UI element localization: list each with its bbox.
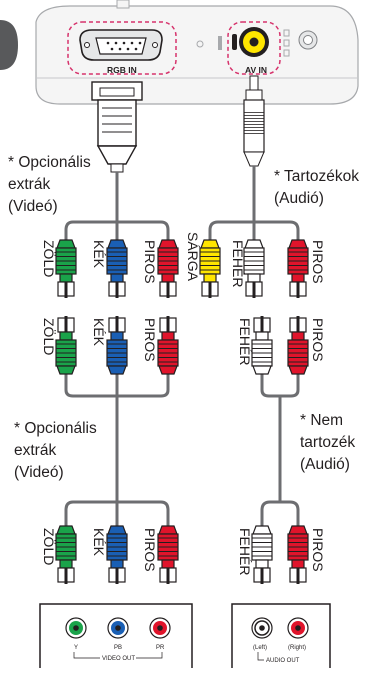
vga-plug (91, 81, 143, 173)
video-cable-top (64, 172, 170, 240)
plug-red-row2 (157, 316, 179, 375)
rgb-in-label: RGB IN (107, 65, 137, 75)
av-in-label: AV IN (245, 65, 267, 75)
note-optional-video-top: * Opcionális extrák (Videó) (8, 154, 91, 215)
label-red-1: PIROS (142, 240, 158, 284)
plug-green-row3 (55, 525, 77, 584)
plug-red-audio-row3 (287, 525, 309, 584)
pb-jack[interactable] (107, 617, 129, 639)
video-cable-mid (64, 374, 170, 526)
plug-red-row3 (157, 525, 179, 584)
av-highlight-outline (227, 21, 281, 75)
audio-cable-mid (260, 374, 300, 526)
y-label: Y (74, 645, 78, 651)
plug-yellow-row1 (199, 239, 221, 298)
plug-blue-row1 (106, 239, 128, 298)
label-white-2: FEHÉR (237, 318, 253, 365)
label-red-2: PIROS (310, 240, 326, 284)
audio-out-label: AUDIO OUT (266, 658, 300, 664)
left-audio-jack[interactable] (251, 617, 273, 639)
av-in-port[interactable] (227, 21, 281, 75)
left-label: (Left) (253, 645, 267, 651)
audio-out-panel: (Left) (Right) AUDIO OUT (231, 603, 331, 668)
right-label: (Right) (288, 645, 306, 651)
rca-plugs (55, 239, 309, 584)
pb-label: PB (114, 645, 122, 651)
label-white-1: FEHÉR (230, 240, 246, 287)
label-green-2: ZÖLD (41, 318, 58, 355)
right-audio-jack[interactable] (287, 617, 309, 639)
label-green-3: ZÖLD (41, 528, 58, 565)
note-accessories-audio: * Tartozékok (Audió) (274, 168, 360, 207)
y-jack[interactable] (65, 617, 87, 639)
label-red-5: PIROS (142, 528, 158, 572)
label-blue-1: KÉK (91, 240, 107, 269)
plug-white-row3 (251, 525, 273, 584)
plug-blue-row2 (106, 316, 128, 375)
label-yellow-1: SÁRGA (185, 232, 201, 282)
label-blue-3: KÉK (91, 528, 107, 557)
projector (0, 0, 359, 105)
label-red-4: PIROS (310, 318, 326, 362)
plug-white-row1 (243, 239, 265, 298)
pr-label: PR (156, 645, 165, 651)
plug-blue-row3 (106, 525, 128, 584)
note-optional-video-bottom: * Opcionális extrák (Videó) (14, 420, 97, 481)
label-red-6: PIROS (310, 528, 326, 572)
plug-labels: ZÖLD KÉK PIROS SÁRGA FEHÉR PIROS ZÖLD KÉ… (41, 232, 326, 575)
pr-jack[interactable] (149, 617, 171, 639)
label-green-1: ZÖLD (41, 240, 58, 277)
plug-red-audio-row1 (287, 239, 309, 298)
note-not-included-audio: * Nem tartozék (Audió) (300, 412, 356, 473)
plug-green-row2 (55, 316, 77, 375)
plug-white-row2 (251, 316, 273, 375)
rgb-highlight-outline (67, 21, 177, 75)
video-out-label: VIDEO OUT (102, 656, 135, 662)
plug-red-row1 (157, 239, 179, 298)
label-blue-2: KÉK (91, 318, 107, 347)
plug-green-row1 (55, 239, 77, 298)
plug-red-audio-row2 (287, 316, 309, 375)
label-red-3: PIROS (142, 318, 158, 362)
rgb-in-port[interactable] (67, 21, 177, 75)
video-out-panel: Y PB PR VIDEO OUT (39, 603, 193, 668)
label-white-3: FEHÉR (237, 528, 253, 575)
audio-cable-top (208, 75, 300, 240)
